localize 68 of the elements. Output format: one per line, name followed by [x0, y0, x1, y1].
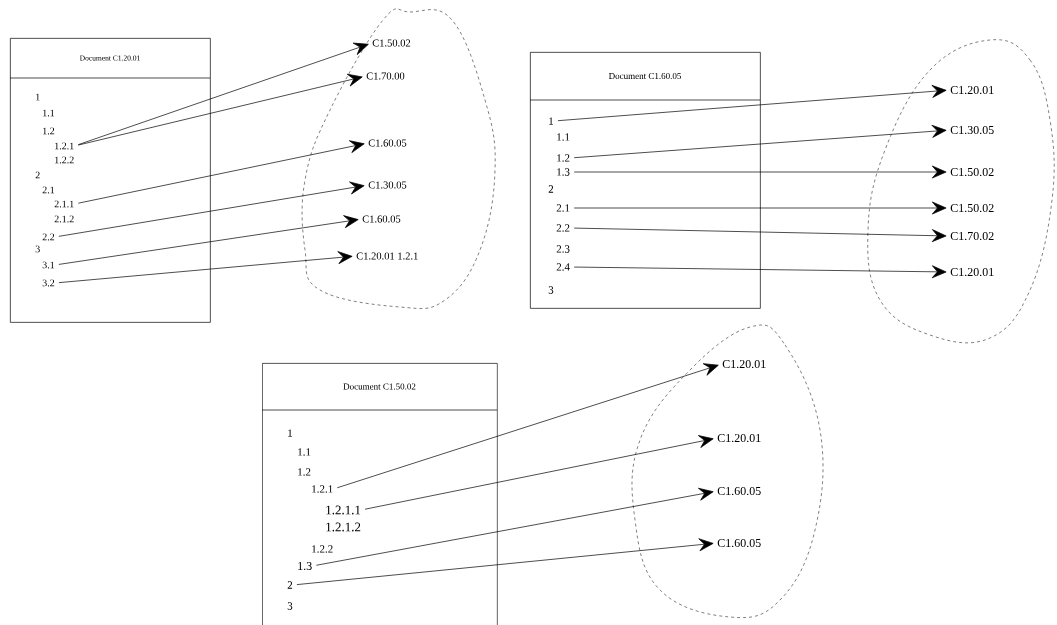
arrow: [336, 363, 719, 489]
arrow: [77, 140, 365, 204]
section-number: 1.2.1.1: [326, 505, 361, 515]
dashed-cloud: [631, 324, 824, 618]
document-reference: C1.50.02: [372, 39, 411, 47]
arrow: [573, 124, 947, 159]
document-reference: C1.20.01: [950, 267, 994, 277]
section-number: 1.1: [43, 109, 55, 117]
document-reference: C1.50.02: [950, 167, 994, 177]
document-reference: C1.70.02: [950, 231, 994, 241]
section-number: 3.2: [42, 279, 55, 287]
section-number: 3: [287, 602, 293, 610]
document-reference: C1.60.05: [717, 538, 761, 548]
arrow: [364, 435, 714, 510]
document-reference: C1.60.05: [368, 139, 407, 147]
section-number: 2: [548, 185, 554, 193]
section-number: 2.4: [556, 263, 570, 271]
document-reference: C1.20.01 1.2.1: [356, 252, 418, 260]
document-reference: C1.60.05: [362, 215, 401, 223]
section-number: 1: [549, 117, 554, 125]
section-number: 2.1: [42, 186, 55, 194]
document-reference: C1.30.05: [950, 125, 994, 135]
section-number: 3: [548, 286, 554, 294]
arrow: [573, 165, 947, 179]
section-number: 2.1: [556, 204, 570, 212]
section-number: 1.2: [43, 127, 55, 135]
section-number: 1.2.1: [312, 485, 333, 493]
section-number: 1.1: [298, 448, 311, 456]
arrow: [573, 227, 947, 243]
arrow: [316, 487, 714, 566]
section-number: 3: [35, 245, 40, 253]
document-reference: C1.70.00: [366, 72, 405, 80]
arrow: [296, 538, 714, 585]
section-number: 2.1.1: [54, 200, 74, 208]
section-number: 2.1.2: [54, 215, 74, 223]
document-reference: C1.20.01: [722, 359, 766, 369]
document-reference: C1.30.05: [368, 181, 407, 189]
document-reference: C1.50.02: [950, 203, 994, 213]
document-reference: C1.20.01: [717, 433, 761, 443]
arrow: [573, 201, 947, 215]
dashed-cloud: [867, 39, 1055, 344]
section-number: 2.2: [556, 224, 570, 232]
section-number: 2: [287, 581, 293, 589]
section-number: 3.1: [42, 261, 55, 269]
section-number: 1.2.2: [55, 156, 74, 164]
document-reference: C1.20.01: [950, 85, 994, 95]
section-number: 1.3: [298, 561, 312, 571]
arrow: [557, 84, 947, 122]
section-number: 2.2: [42, 233, 55, 241]
arrow: [58, 215, 359, 265]
arrow: [58, 251, 353, 283]
section-number: 1.2: [557, 154, 570, 162]
document-reference: C1.60.05: [717, 486, 761, 496]
arrow: [77, 42, 369, 146]
section-number: 1.1: [557, 133, 570, 141]
section-number: 1.2: [298, 468, 311, 476]
section-number: 1: [288, 429, 293, 437]
arrow: [573, 265, 947, 279]
section-number: 1: [36, 93, 40, 101]
section-number: 1.3: [557, 168, 570, 176]
section-number: 2: [35, 171, 40, 179]
section-number: 1.2.1.2: [326, 522, 361, 532]
section-number: 1.2.2: [312, 545, 333, 553]
arrow: [77, 73, 363, 146]
dashed-cloud: [301, 8, 496, 309]
section-number: 1.2.1: [55, 142, 74, 150]
section-number: 2.3: [556, 245, 570, 253]
arrow: [58, 181, 365, 237]
